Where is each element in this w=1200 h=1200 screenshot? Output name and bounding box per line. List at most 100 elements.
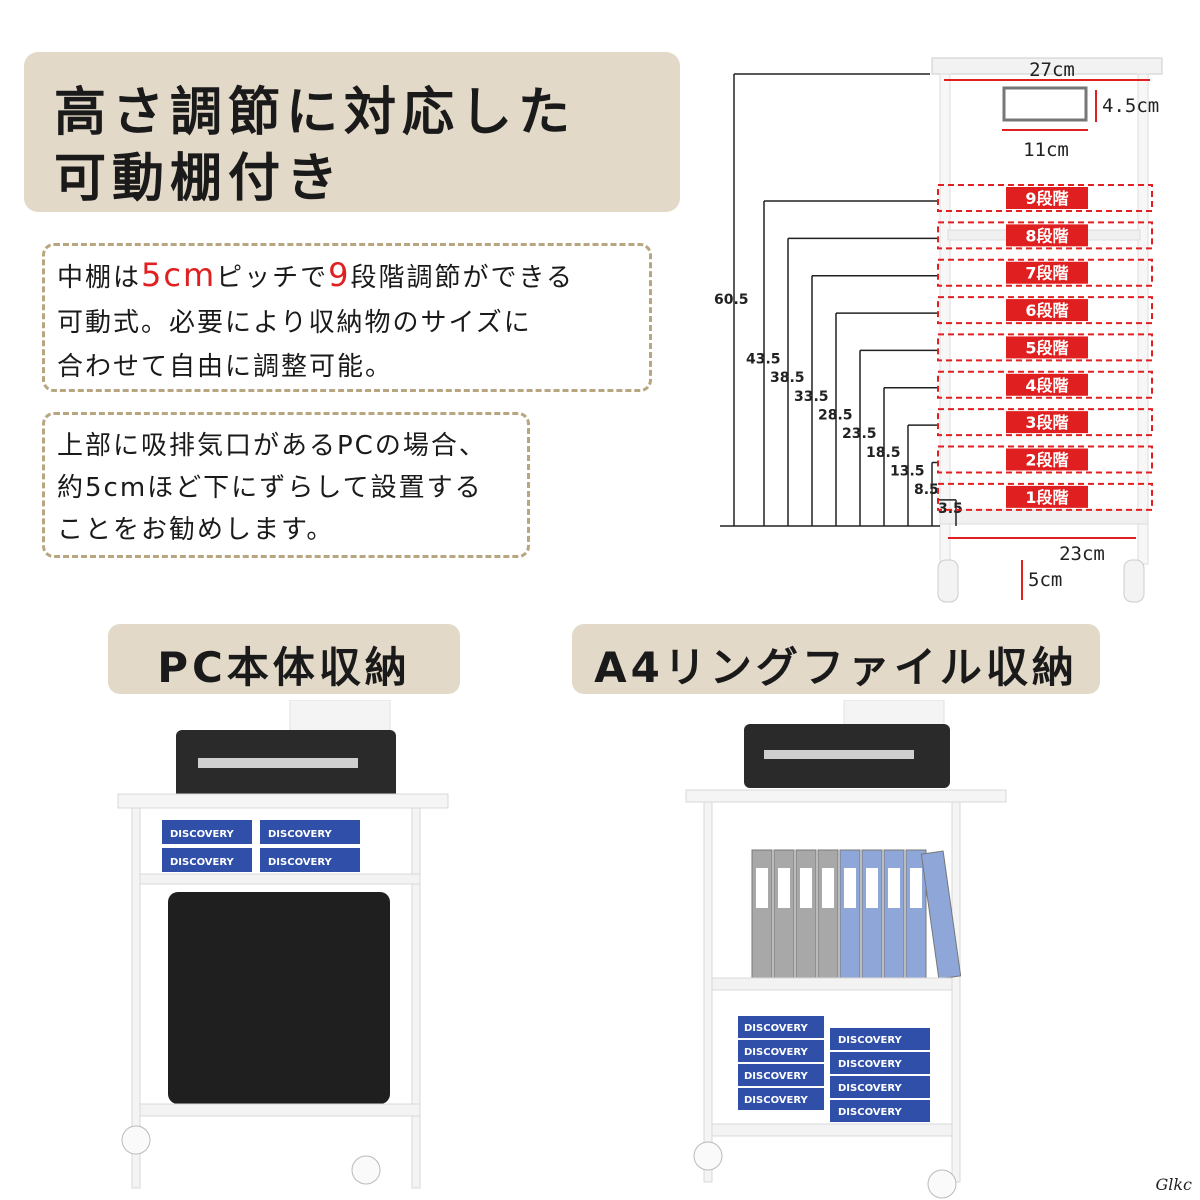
- pc-tower: [168, 892, 390, 1104]
- shelf-level-lines: 43.538.533.528.523.518.513.58.53.5: [746, 200, 963, 526]
- svg-text:DISCOVERY: DISCOVERY: [170, 829, 235, 840]
- paper-box: DISCOVERY: [830, 1076, 930, 1098]
- level-tag-label: 1段階: [1025, 488, 1068, 507]
- level-height-label: 28.5: [818, 408, 853, 424]
- level-tag: [1006, 336, 1088, 359]
- hook-width-label: 11cm: [1023, 139, 1069, 161]
- note1-line-2: 可動式。必要により収納物のサイズに: [57, 308, 532, 338]
- binder-row: [751, 849, 962, 980]
- level-tag-label: 3段階: [1025, 413, 1068, 432]
- level-tag: [1006, 261, 1088, 284]
- top-board: [685, 789, 1007, 803]
- label-pc-storage: PC本体収納: [108, 624, 460, 694]
- level-tag-label: 7段階: [1025, 264, 1068, 283]
- note2-line-1: 上部に吸排気口があるPCの場合、: [57, 431, 487, 461]
- paper-box: DISCOVERY: [830, 1100, 930, 1122]
- pc-storage-illustration: DISCOVERY DISCOVERY DISCOVERY DISCOVERY: [117, 700, 449, 1189]
- dimension-diagram: 27cm 4.5cm 11cm 60.5 43.538.533.528.523.…: [714, 57, 1163, 603]
- binder-label: [822, 868, 834, 908]
- middle-board: [711, 977, 953, 991]
- right-caster: [1123, 559, 1145, 603]
- label-a4-binder-text: A4リングファイル収納: [594, 643, 1078, 692]
- level-height-label: 43.5: [746, 352, 781, 368]
- paper-box: DISCOVERY: [260, 848, 360, 872]
- watermark: Glkc: [1155, 1175, 1192, 1194]
- paper-box: DISCOVERY: [162, 848, 252, 872]
- paper-box: DISCOVERY: [830, 1052, 930, 1074]
- right-post: [411, 807, 421, 1189]
- title-line-1: 高さ調節に対応した: [54, 83, 577, 143]
- level-height-label: 8.5: [914, 482, 939, 498]
- label-a4-binder-storage: A4リングファイル収納: [572, 624, 1100, 694]
- printer-tray: [198, 758, 358, 768]
- note-adjustable-shelf: 中棚は5cmピッチで9段階調節ができる 可動式。必要により収納物のサイズに 合わ…: [42, 243, 652, 392]
- paper-box: DISCOVERY: [738, 1088, 824, 1110]
- left-post: [703, 801, 713, 1183]
- bottom-board: [711, 1123, 953, 1137]
- binder: [920, 850, 962, 980]
- binder-label: [756, 868, 768, 908]
- svg-text:DISCOVERY: DISCOVERY: [744, 1047, 809, 1058]
- total-height-label: 60.5: [714, 292, 749, 308]
- hook-height-label: 4.5cm: [1102, 95, 1159, 117]
- svg-text:DISCOVERY: DISCOVERY: [838, 1035, 903, 1046]
- level-tag: [1006, 187, 1088, 210]
- note1-line-3: 合わせて自由に調整可能。: [57, 352, 394, 382]
- label-pc-storage-text: PC本体収納: [157, 643, 411, 692]
- bottom-board: [139, 1103, 421, 1117]
- width-top-label: 27cm: [1029, 59, 1075, 81]
- level-tag: [1006, 485, 1088, 508]
- note1-text-c: ピッチで: [216, 263, 329, 293]
- level-height-label: 18.5: [866, 445, 901, 461]
- level-height-label: 38.5: [770, 370, 805, 386]
- paper-box: DISCOVERY: [738, 1040, 824, 1062]
- note1-text-e: 段階調節ができる: [350, 263, 574, 293]
- right-post: [1137, 73, 1149, 565]
- binder-label: [910, 868, 922, 908]
- note-pc-vent: 上部に吸排気口があるPCの場合、 約5cmほど下にずらして設置する ことをお勧め…: [42, 412, 530, 558]
- left-post: [939, 73, 951, 565]
- a4-binder-storage-illustration: DISCOVERY DISCOVERY DISCOVERY DISCOVERY …: [685, 700, 1007, 1199]
- level-tag: [1006, 411, 1088, 434]
- svg-text:DISCOVERY: DISCOVERY: [268, 857, 333, 868]
- paper-box: DISCOVERY: [738, 1016, 824, 1038]
- level-tag-label: 2段階: [1025, 450, 1068, 469]
- title-line-2: 可動棚付き: [54, 149, 345, 209]
- note1-pitch-value: 5cm: [141, 256, 217, 294]
- note2-line-3: ことをお勧めします。: [57, 515, 335, 545]
- note1-line-1: 中棚は5cmピッチで9段階調節ができる: [57, 256, 574, 294]
- svg-text:DISCOVERY: DISCOVERY: [744, 1023, 809, 1034]
- note2-line-2: 約5cmほど下にずらして設置する: [57, 473, 483, 503]
- level-tag: [1006, 299, 1088, 322]
- level-height-label: 33.5: [794, 389, 829, 405]
- paper-box: DISCOVERY: [162, 820, 252, 844]
- note1-text-a: 中棚は: [57, 263, 142, 293]
- paper-box: DISCOVERY: [830, 1028, 930, 1050]
- caster: [121, 1125, 151, 1155]
- level-tag-label: 5段階: [1025, 338, 1068, 357]
- level-tag-label: 6段階: [1025, 301, 1068, 320]
- binder-label: [866, 868, 878, 908]
- note1-level-count: 9: [328, 256, 351, 294]
- title-banner: 高さ調節に対応した 可動棚付き: [24, 52, 680, 212]
- svg-text:DISCOVERY: DISCOVERY: [170, 857, 235, 868]
- svg-text:DISCOVERY: DISCOVERY: [744, 1071, 809, 1082]
- svg-text:DISCOVERY: DISCOVERY: [744, 1095, 809, 1106]
- level-tag-label: 4段階: [1025, 376, 1068, 395]
- paper-box: DISCOVERY: [738, 1064, 824, 1086]
- binder-label: [844, 868, 856, 908]
- level-tag: [1006, 224, 1088, 247]
- left-caster: [937, 559, 959, 603]
- top-board: [931, 57, 1163, 75]
- paper-box: DISCOVERY: [260, 820, 360, 844]
- level-tag-label: 8段階: [1025, 226, 1068, 245]
- caster: [693, 1141, 723, 1171]
- top-board: [117, 793, 449, 809]
- bottom-board: [939, 509, 1149, 525]
- svg-text:DISCOVERY: DISCOVERY: [838, 1107, 903, 1118]
- svg-text:DISCOVERY: DISCOVERY: [268, 829, 333, 840]
- width-bottom-label: 23cm: [1059, 543, 1105, 565]
- level-height-label: 13.5: [890, 464, 925, 480]
- caster: [351, 1155, 381, 1185]
